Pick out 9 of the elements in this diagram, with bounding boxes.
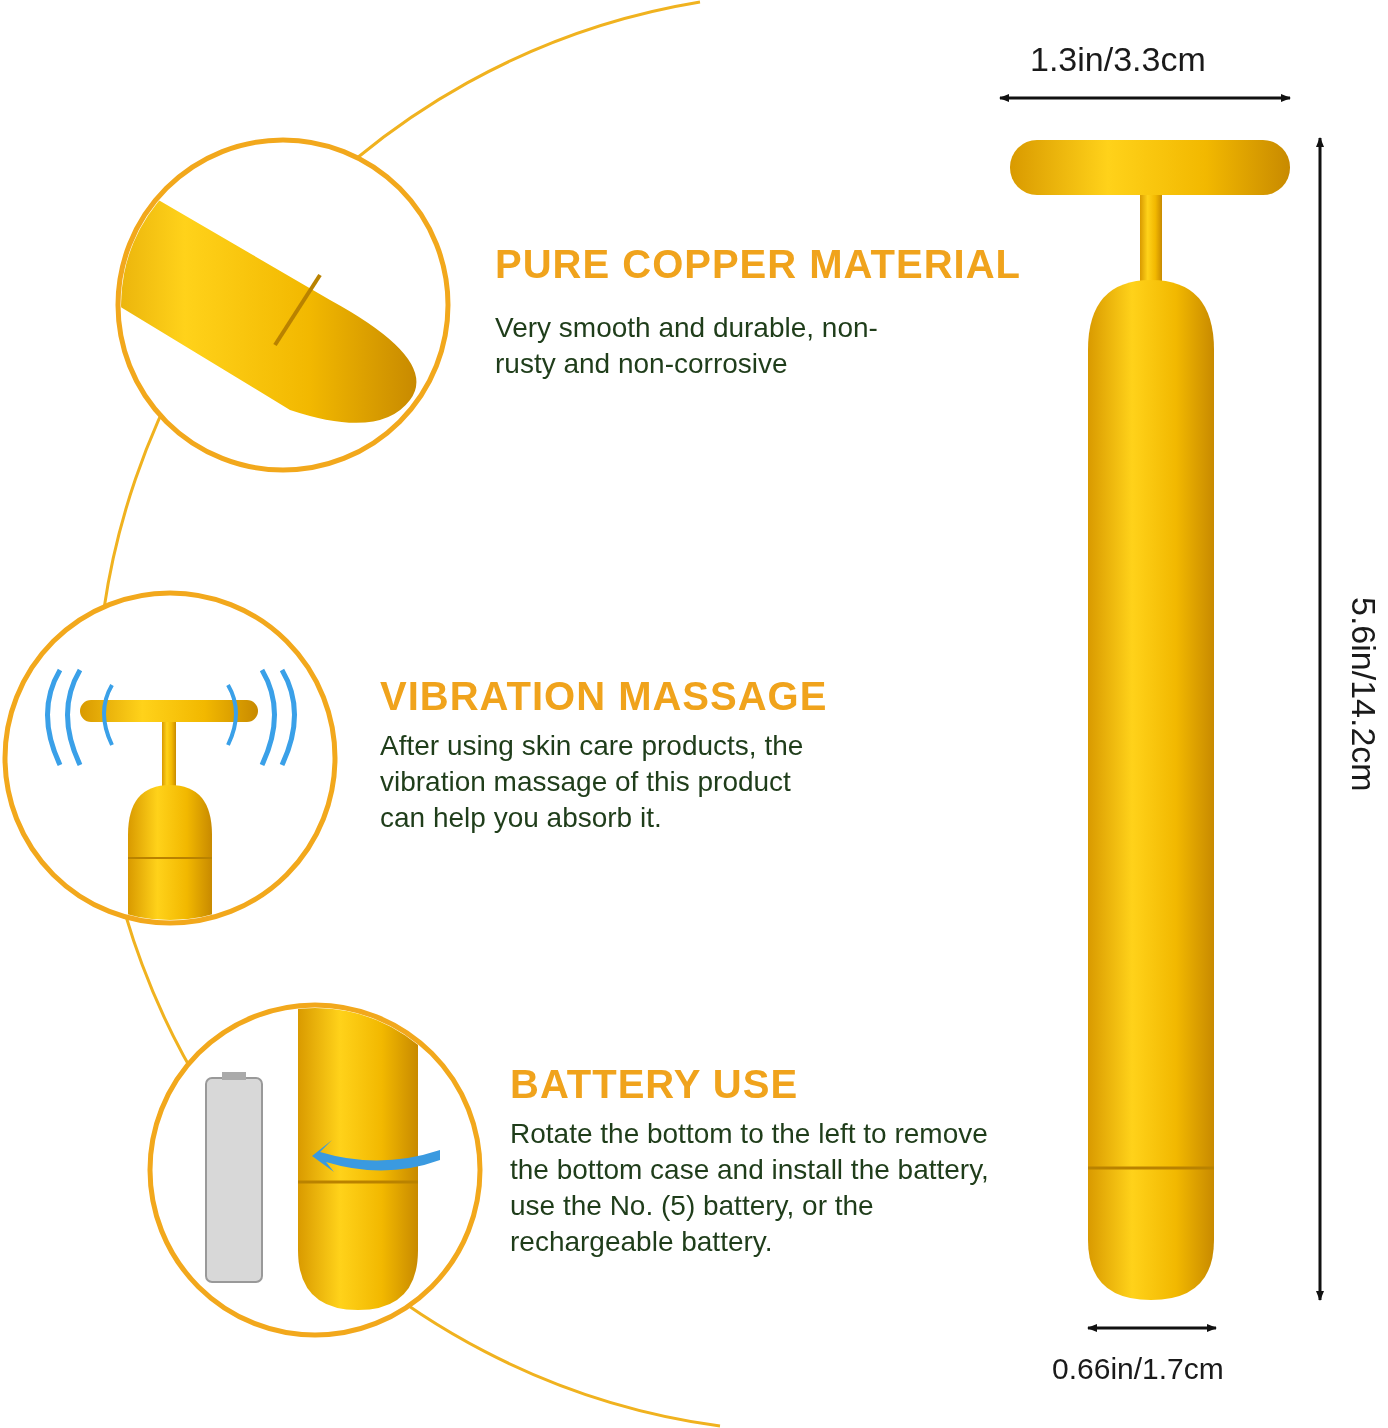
feature-heading: VIBRATION MASSAGE <box>380 674 828 719</box>
dimension-label: 1.3in/3.3cm <box>1030 40 1206 79</box>
feature-description: After using skin care products, the vibration massage of this product can help you absorb it. <box>380 729 805 835</box>
feature-heading: BATTERY USE <box>510 1062 799 1107</box>
feature-heading: PURE COPPER MATERIAL <box>495 242 1021 287</box>
dimension-label: 5.6in/14.2cm <box>1344 597 1383 792</box>
dimension-label: 0.66in/1.7cm <box>1052 1352 1224 1386</box>
feature-description: Rotate the bottom to the left to remove the bottom case and install the battery, use the No. (5) battery, or the rechargeable battery. <box>510 1117 990 1259</box>
feature-description: Very smooth and durable, non-rusty and non-corrosive <box>495 311 879 381</box>
